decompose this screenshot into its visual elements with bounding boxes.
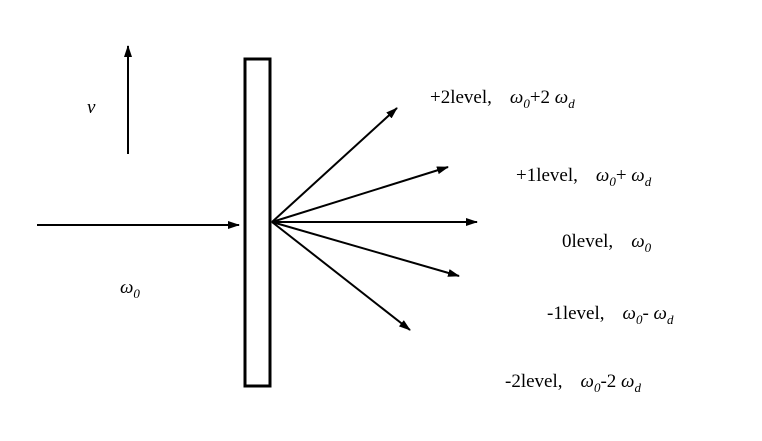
omega-subscript: 0 xyxy=(644,240,652,255)
order-minus2-label: -2level,ω0-2 ωd xyxy=(505,372,641,394)
omega-subscript: 0 xyxy=(133,286,140,301)
order-operator: - xyxy=(642,303,654,324)
omega-subscript: d xyxy=(568,96,575,111)
omega-symbol: ω xyxy=(120,277,134,298)
grating-slab xyxy=(243,57,272,388)
order-plus1-label: +1level,ω0+ ωd xyxy=(516,166,651,188)
order-operator: -2 xyxy=(600,371,622,392)
omega-symbol: ω xyxy=(621,371,635,392)
input-frequency-label: ω0 xyxy=(120,278,140,300)
omega-subscript: 0 xyxy=(635,312,643,327)
order-minus1-label: -1level,ω0- ωd xyxy=(547,304,673,326)
order-level-text: 0level, xyxy=(562,231,614,252)
omega-symbol: ω xyxy=(622,303,636,324)
order-level-text: -1level, xyxy=(547,303,605,324)
order-plus2-arrow xyxy=(271,107,398,223)
order-operator: +2 xyxy=(529,87,555,108)
order-level-text: +1level, xyxy=(516,165,578,186)
omega-symbol: ω xyxy=(595,165,610,186)
omega-symbol: ω xyxy=(580,371,594,392)
omega-subscript: 0 xyxy=(523,96,530,111)
omega-subscript: d xyxy=(666,312,674,327)
omega-subscript: d xyxy=(634,380,641,395)
omega-symbol: ω xyxy=(653,303,667,324)
order-operator: + xyxy=(615,165,632,186)
omega-symbol: ω xyxy=(554,87,569,108)
order-level-text: +2level, xyxy=(430,87,492,108)
omega-subscript: d xyxy=(644,174,652,189)
omega-symbol: ω xyxy=(631,165,645,186)
velocity-label: v xyxy=(87,97,96,118)
order-minus2-arrow xyxy=(271,221,411,331)
order-plus2-label: +2level,ω0+2 ωd xyxy=(430,88,575,110)
omega-subscript: 0 xyxy=(609,174,616,189)
omega-symbol: ω xyxy=(631,231,645,252)
omega-subscript: 0 xyxy=(593,380,601,395)
order-minus1-arrow xyxy=(271,221,460,277)
order-level-text: -2level, xyxy=(505,371,563,392)
order-plus1-arrow xyxy=(271,166,449,223)
order-zero-label: 0level, ω0 xyxy=(562,232,651,254)
omega-symbol: ω xyxy=(509,87,524,108)
